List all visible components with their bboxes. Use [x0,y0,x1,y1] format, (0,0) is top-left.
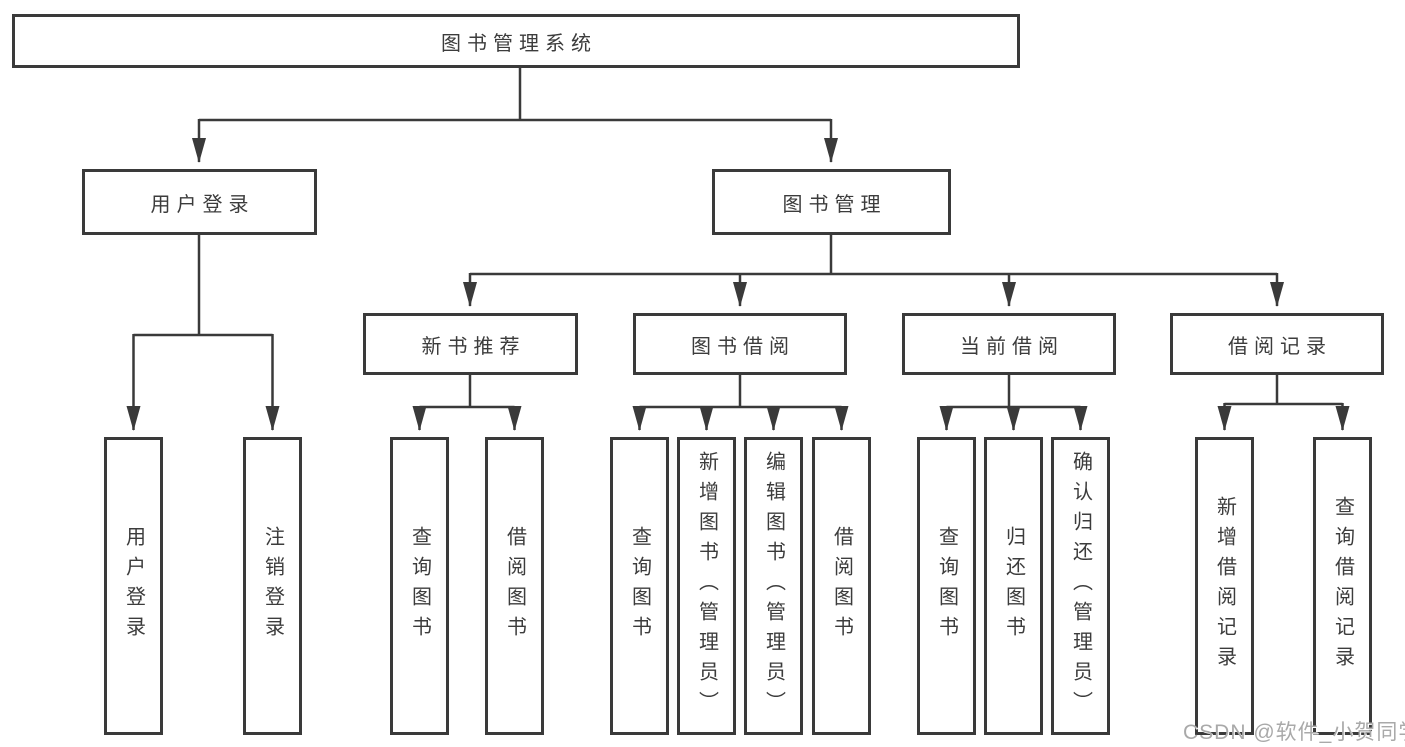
node-borrow-records-label: 借阅记录 [1228,335,1332,358]
leaf-add-borrow-record: 新增借阅记录 [1195,437,1254,735]
csdn-watermark: CSDN @软件_小贺同学 [1183,721,1405,744]
leaf-borrow-books-label: 借阅图书 [830,526,853,646]
node-user-login: 用户登录 [82,169,317,235]
node-root-label: 图书管理系统 [441,32,597,55]
leaf-recommend-query-books-label: 查询图书 [408,526,431,646]
leaf-recommend-borrow-books-label: 借阅图书 [503,526,526,646]
leaf-current-query-books: 查询图书 [917,437,976,735]
leaf-add-book-admin: 新增图书（管理员） [677,437,736,735]
node-root: 图书管理系统 [12,14,1020,68]
leaf-return-books-label: 归还图书 [1002,526,1025,646]
leaf-recommend-borrow-books: 借阅图书 [485,437,544,735]
node-current-borrowing-label: 当前借阅 [960,335,1064,358]
leaf-borrowing-query-books-label: 查询图书 [628,526,651,646]
leaf-current-query-books-label: 查询图书 [935,526,958,646]
node-book-borrowing: 图书借阅 [633,313,847,375]
leaf-add-borrow-record-label: 新增借阅记录 [1213,496,1236,676]
leaf-edit-book-admin-label: 编辑图书（管理员） [762,451,785,721]
node-new-book-recommend: 新书推荐 [363,313,578,375]
node-new-book-recommend-label: 新书推荐 [421,335,526,358]
leaf-edit-book-admin: 编辑图书（管理员） [744,437,803,735]
leaf-add-book-admin-label: 新增图书（管理员） [695,451,718,721]
leaf-user-login-label: 用户登录 [122,526,145,646]
node-user-login-label: 用户登录 [150,193,255,216]
leaf-borrow-books: 借阅图书 [812,437,871,735]
leaf-query-borrow-record: 查询借阅记录 [1313,437,1372,735]
leaf-borrowing-query-books: 查询图书 [610,437,669,735]
node-borrow-records: 借阅记录 [1170,313,1384,375]
leaf-logout-label: 注销登录 [261,526,284,646]
leaf-query-borrow-record-label: 查询借阅记录 [1331,496,1354,676]
leaf-recommend-query-books: 查询图书 [390,437,449,735]
leaf-return-books: 归还图书 [984,437,1043,735]
leaf-user-login: 用户登录 [104,437,163,735]
node-book-management-label: 图书管理 [782,193,887,216]
leaf-logout: 注销登录 [243,437,302,735]
node-current-borrowing: 当前借阅 [902,313,1116,375]
node-book-borrowing-label: 图书借阅 [691,335,795,358]
leaf-confirm-return-admin-label: 确认归还（管理员） [1069,451,1092,721]
node-book-management: 图书管理 [712,169,951,235]
leaf-confirm-return-admin: 确认归还（管理员） [1051,437,1110,735]
